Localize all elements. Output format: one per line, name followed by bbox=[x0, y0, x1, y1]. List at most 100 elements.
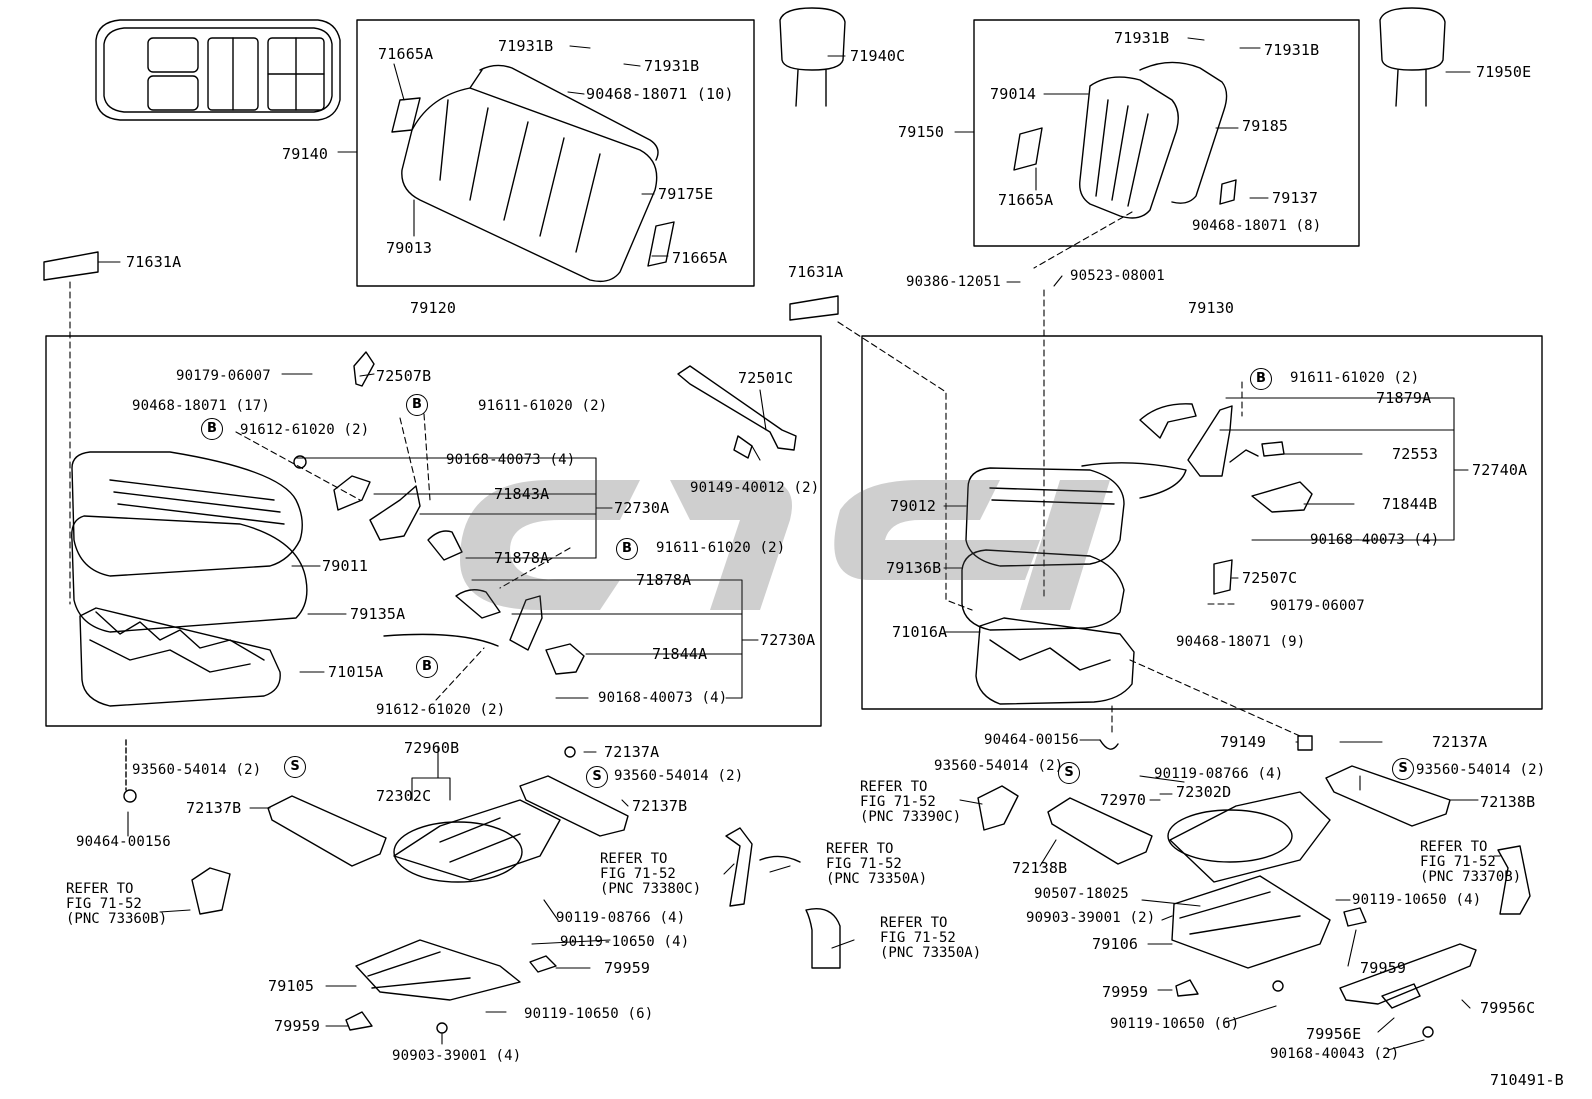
part-label: 71950E bbox=[1476, 63, 1532, 81]
part-label: 71931B bbox=[498, 37, 554, 55]
part-label: 71878A bbox=[636, 571, 692, 589]
part-label: 91612-61020 (2) bbox=[376, 702, 506, 718]
part-label: 72507C bbox=[1242, 569, 1298, 587]
part-label: 90119-08766 (4) bbox=[556, 910, 686, 926]
seat-cushion-left-icon bbox=[71, 451, 308, 707]
seat-track-left-icon bbox=[123, 739, 841, 1034]
part-label: 72730A bbox=[614, 499, 670, 517]
box-79120 bbox=[45, 335, 822, 727]
part-label: 90464-00156 bbox=[984, 732, 1079, 748]
part-label: 71665A bbox=[998, 191, 1054, 209]
part-label: 79959 bbox=[604, 959, 651, 977]
part-label: 90507-18025 bbox=[1034, 886, 1129, 902]
refer-note: REFER TO FIG 71-52 (PNC 73350A) bbox=[826, 841, 928, 887]
part-label: 79013 bbox=[386, 239, 433, 257]
part-label: 72302C bbox=[376, 787, 432, 805]
part-label: 90168-40073 (4) bbox=[598, 690, 728, 706]
part-label: 91611-61020 (2) bbox=[1290, 370, 1420, 386]
part-label: 79956E bbox=[1306, 1025, 1362, 1043]
part-label: 79959 bbox=[274, 1017, 321, 1035]
part-label: 71931B bbox=[644, 57, 700, 75]
part-label: 79120 bbox=[410, 299, 457, 317]
part-label: 90179-06007 bbox=[176, 368, 271, 384]
part-label: 71631A bbox=[126, 253, 182, 271]
part-label: 90119-10650 (6) bbox=[1110, 1016, 1240, 1032]
part-label: 79185 bbox=[1242, 117, 1289, 135]
part-label: 79135A bbox=[350, 605, 406, 623]
part-label: 90168-40073 (4) bbox=[1310, 532, 1440, 548]
part-label: 71844B bbox=[1382, 495, 1438, 513]
part-label: 71878A bbox=[494, 549, 550, 567]
part-label: 71631A bbox=[788, 263, 844, 281]
part-label: 72507B bbox=[376, 367, 432, 385]
part-label: 79149 bbox=[1220, 733, 1267, 751]
part-label: 71879A bbox=[1376, 389, 1432, 407]
part-label: 72730A bbox=[760, 631, 816, 649]
part-label: 79130 bbox=[1188, 299, 1235, 317]
part-label: 79011 bbox=[322, 557, 369, 575]
part-label: 72501C bbox=[738, 369, 794, 387]
part-label: 79956C bbox=[1480, 999, 1536, 1017]
refer-note: REFER TO FIG 71-52 (PNC 73360B) bbox=[66, 881, 168, 927]
diagram-id: 710491-B bbox=[1490, 1071, 1564, 1089]
part-label: 79012 bbox=[890, 497, 937, 515]
marker-b: B bbox=[416, 656, 438, 678]
part-label: 71016A bbox=[892, 623, 948, 641]
part-label: 90386-12051 bbox=[906, 274, 1001, 290]
part-label: 90903-39001 (2) bbox=[1026, 910, 1156, 926]
part-label: 90149-40012 (2) bbox=[690, 480, 820, 496]
part-label: 72740A bbox=[1472, 461, 1528, 479]
part-label: 91612-61020 (2) bbox=[240, 422, 370, 438]
headrest-icon bbox=[1379, 7, 1446, 107]
box-79150 bbox=[973, 19, 1360, 247]
refer-note: REFER TO FIG 71-52 (PNC 73370B) bbox=[1420, 839, 1522, 885]
marker-s: S bbox=[1058, 762, 1080, 784]
part-label: 90464-00156 bbox=[76, 834, 171, 850]
part-label: 71844A bbox=[652, 645, 708, 663]
part-label: 93560-54014 (2) bbox=[934, 758, 1064, 774]
part-label: 91611-61020 (2) bbox=[656, 540, 786, 556]
seatback-right-icon bbox=[1013, 61, 1237, 219]
part-label: 90523-08001 bbox=[1070, 268, 1165, 284]
part-label: 90903-39001 (4) bbox=[392, 1048, 522, 1064]
part-label: 79137 bbox=[1272, 189, 1319, 207]
part-label: 90468-18071 (17) bbox=[132, 398, 271, 414]
part-label: 71665A bbox=[378, 45, 434, 63]
part-label: 90468-18071 (10) bbox=[586, 85, 734, 103]
part-label: 90119-10650 (6) bbox=[524, 1006, 654, 1022]
box-79130 bbox=[861, 335, 1543, 710]
pad-71631A-icon bbox=[789, 295, 839, 321]
marker-b: B bbox=[201, 418, 223, 440]
part-label: 90468-18071 (8) bbox=[1192, 218, 1322, 234]
refer-note: REFER TO FIG 71-52 (PNC 73380C) bbox=[600, 851, 702, 897]
part-label: 72137B bbox=[186, 799, 242, 817]
seatback-bench-icon bbox=[391, 64, 675, 283]
refer-note: REFER TO FIG 71-52 (PNC 73350A) bbox=[880, 915, 982, 961]
part-label: 90168-40073 (4) bbox=[446, 452, 576, 468]
part-label: 72137A bbox=[1432, 733, 1488, 751]
part-label: 72970 bbox=[1100, 791, 1147, 809]
marker-s: S bbox=[586, 766, 608, 788]
part-label: 71665A bbox=[672, 249, 728, 267]
part-label: 79959 bbox=[1102, 983, 1149, 1001]
part-label: 72302D bbox=[1176, 783, 1232, 801]
part-label: 72960B bbox=[404, 739, 460, 757]
pad-71631A-icon bbox=[43, 251, 99, 281]
part-label: 90168-40043 (2) bbox=[1270, 1046, 1400, 1062]
headrest-icon bbox=[779, 7, 846, 107]
part-label: 71015A bbox=[328, 663, 384, 681]
part-label: 79959 bbox=[1360, 959, 1407, 977]
part-label: 93560-54014 (2) bbox=[132, 762, 262, 778]
recliner-mechanism-right-icon bbox=[1081, 403, 1313, 595]
part-label: 90119-08766 (4) bbox=[1154, 766, 1284, 782]
marker-b: B bbox=[616, 538, 638, 560]
part-label: 79105 bbox=[268, 977, 315, 995]
part-label: 79175E bbox=[658, 185, 714, 203]
marker-b: B bbox=[1250, 368, 1272, 390]
part-label: 71940C bbox=[850, 47, 906, 65]
box-79140 bbox=[356, 19, 755, 287]
seat-cushion-right-icon bbox=[961, 467, 1135, 705]
part-label: 79106 bbox=[1092, 935, 1139, 953]
part-label: 72137A bbox=[604, 743, 660, 761]
